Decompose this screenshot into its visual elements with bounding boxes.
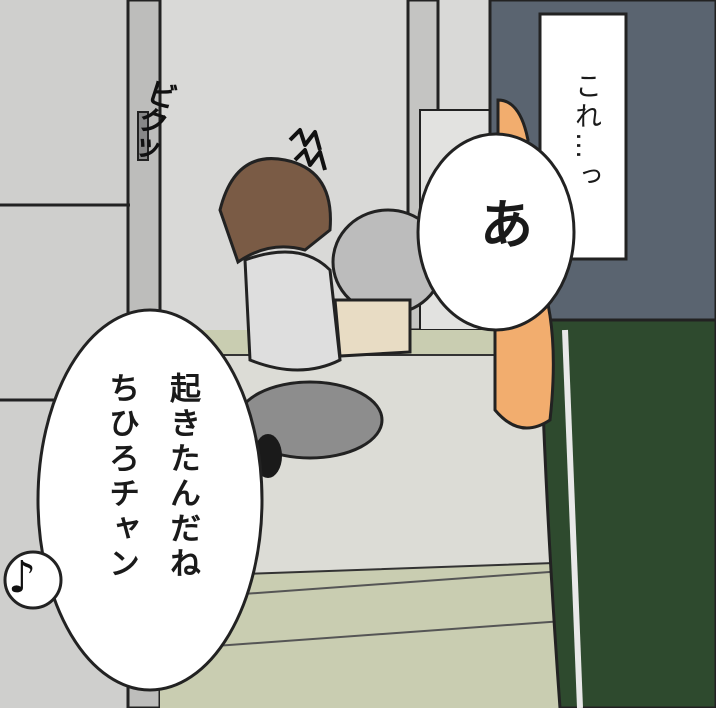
speech-bubble-3 xyxy=(36,308,264,692)
speech-bubble-2 xyxy=(416,132,576,332)
door-handle xyxy=(137,111,149,161)
shock-lines-icon xyxy=(288,128,322,151)
music-note-icon: ♪ xyxy=(8,552,37,603)
girl-hair xyxy=(218,157,332,265)
speech-text-3-line1: 起きたんだね xyxy=(164,372,200,582)
shock-lines-icon-2 xyxy=(293,148,327,171)
pants-stripe xyxy=(562,329,583,708)
music-note-bubble xyxy=(3,550,63,610)
girl-shirt xyxy=(243,250,342,372)
speech-text-2: あ xyxy=(470,196,533,250)
cardboard-box xyxy=(333,298,412,358)
speech-text-1: これ…っ xyxy=(570,72,601,192)
speech-text-3-line2: ちひろチャン xyxy=(103,372,139,582)
